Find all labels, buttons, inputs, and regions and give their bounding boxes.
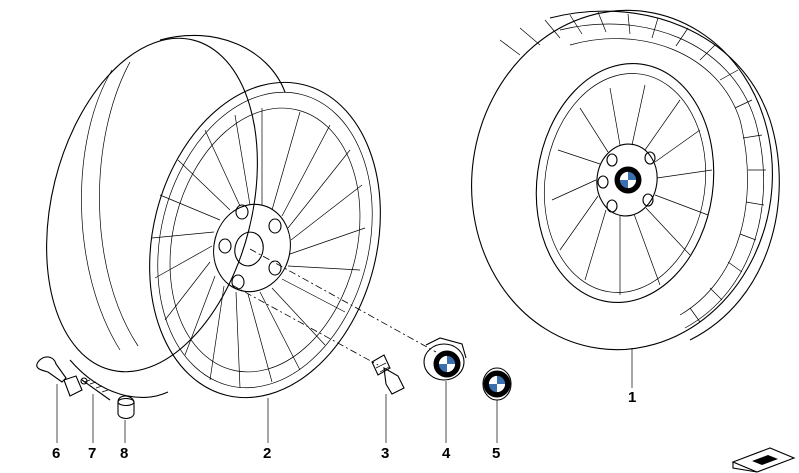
paper-stack-icon (731, 447, 796, 473)
callout-4: 4 (442, 445, 451, 462)
valve-cap-drawing (117, 395, 135, 420)
callout-5: 5 (492, 445, 500, 462)
callout-8: 8 (120, 445, 128, 462)
callout-3: 3 (381, 445, 389, 462)
tire-drawing (471, 9, 780, 351)
hub-cap-drawing (423, 337, 467, 381)
valve-drawing (36, 356, 83, 397)
callout-7: 7 (88, 445, 96, 462)
bolt-axis-line (231, 284, 379, 366)
callout-1: 1 (628, 389, 636, 406)
valve-core-drawing (80, 377, 111, 401)
wheel-bolt-drawing (371, 354, 405, 395)
leader-lines (56, 348, 633, 443)
emblem-logo-icon (483, 370, 511, 398)
rim-drawing (46, 34, 381, 399)
callout-6: 6 (52, 445, 60, 462)
callout-2: 2 (263, 445, 271, 462)
wheel-center-logo-icon (614, 166, 642, 194)
axis-line (249, 248, 437, 353)
